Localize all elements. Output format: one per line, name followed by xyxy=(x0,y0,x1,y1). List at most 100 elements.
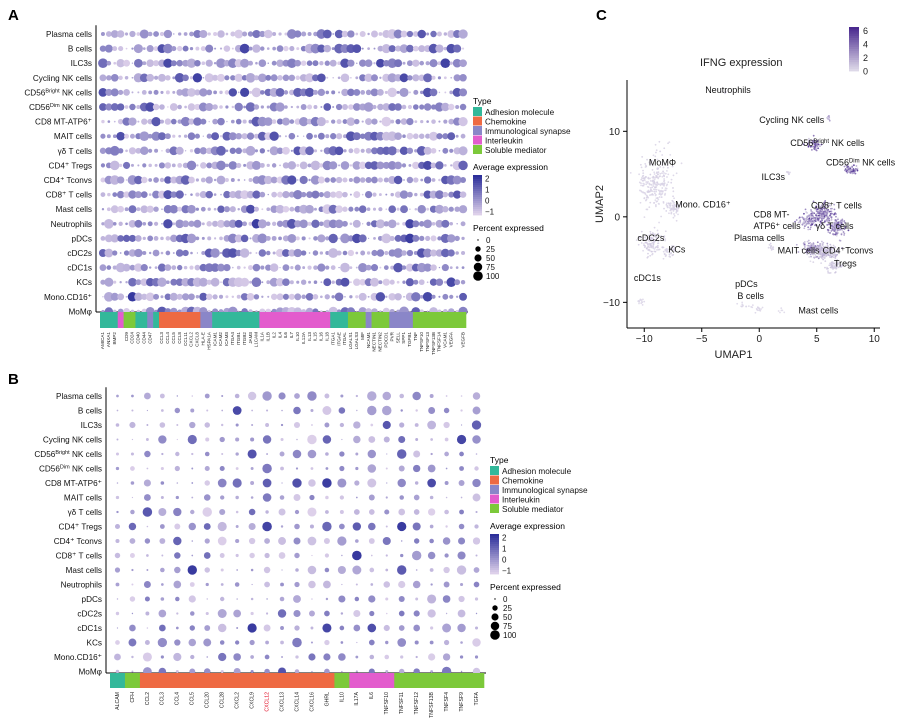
umap-point xyxy=(768,243,771,246)
dot-point xyxy=(116,131,125,141)
dot-point xyxy=(412,45,419,52)
umap-point xyxy=(656,173,659,176)
umap-point xyxy=(645,208,648,211)
dot-point xyxy=(142,61,147,66)
dot-point xyxy=(239,248,250,258)
dot-point xyxy=(340,233,350,244)
dot-point xyxy=(423,219,432,229)
dot-point xyxy=(409,208,411,210)
umap-point xyxy=(811,251,814,253)
dot-point xyxy=(401,163,407,168)
gene-label: CFH xyxy=(130,692,136,703)
dot-point xyxy=(352,565,362,575)
umap-point xyxy=(657,189,660,192)
dot-point xyxy=(163,29,173,39)
dot-point xyxy=(472,392,481,400)
dot-point xyxy=(442,133,449,140)
dot-point xyxy=(154,266,158,269)
dot-point xyxy=(325,134,330,139)
dot-point xyxy=(233,653,241,661)
expression-colorbar-segment xyxy=(473,195,482,198)
umap-point xyxy=(828,210,831,213)
dot-point xyxy=(260,46,265,51)
dot-point xyxy=(176,482,179,484)
dot-point xyxy=(151,131,161,141)
umap-point xyxy=(645,181,648,183)
dot-point xyxy=(394,161,402,170)
umap-point xyxy=(814,208,816,211)
dot-point xyxy=(305,146,314,156)
dot-point xyxy=(399,73,409,83)
umap-point xyxy=(842,231,845,233)
dot-point xyxy=(140,205,149,214)
dot-point xyxy=(394,103,402,111)
dot-point xyxy=(370,277,379,287)
x-tick-label: −10 xyxy=(636,334,653,345)
umap-colorbar-tick: 4 xyxy=(863,39,868,49)
size-legend-dot xyxy=(490,621,500,631)
dot-point xyxy=(267,193,269,196)
dot-point xyxy=(419,294,424,299)
umap-point xyxy=(665,210,668,212)
umap-point xyxy=(835,215,837,218)
dot-point xyxy=(307,104,313,110)
dot-point xyxy=(313,280,318,284)
umap-point xyxy=(841,263,844,266)
dot-point xyxy=(246,132,255,140)
dot-point xyxy=(461,250,466,256)
dot-point xyxy=(370,88,379,97)
dot-point xyxy=(119,281,122,284)
dot-point xyxy=(438,266,441,269)
dot-point xyxy=(444,451,449,457)
umap-point xyxy=(642,298,644,301)
umap-point xyxy=(674,205,677,207)
dot-point xyxy=(191,482,194,484)
umap-point xyxy=(816,206,819,209)
dot-point xyxy=(265,264,272,271)
dot-point xyxy=(436,31,442,37)
dot-point xyxy=(112,134,117,139)
dot-point xyxy=(379,310,382,313)
dot-point xyxy=(257,131,267,141)
dot-point xyxy=(142,507,153,517)
dot-point xyxy=(269,131,279,141)
umap-point xyxy=(642,249,644,252)
dot-point xyxy=(323,580,331,589)
gene-label: CD40 xyxy=(136,332,141,344)
dot-point xyxy=(397,478,406,488)
dot-point xyxy=(174,639,181,646)
size-legend-dot xyxy=(475,246,481,252)
umap-point xyxy=(830,225,833,227)
dot-point xyxy=(163,58,173,68)
umap-point xyxy=(808,219,811,222)
dot-point xyxy=(288,191,295,198)
dot-point xyxy=(355,394,358,398)
dot-point xyxy=(262,435,272,444)
dot-point xyxy=(324,567,330,573)
dot-point xyxy=(247,31,254,37)
dot-point xyxy=(214,47,217,50)
type-legend-label: Adhesion molecule xyxy=(485,108,555,117)
dot-point xyxy=(189,76,194,80)
dot-point xyxy=(307,265,312,270)
dot-point xyxy=(396,222,400,226)
dot-point xyxy=(220,669,224,674)
dot-point xyxy=(396,449,407,459)
dot-point xyxy=(428,43,439,54)
umap-point xyxy=(658,203,660,205)
dot-point xyxy=(311,424,313,426)
dot-point xyxy=(340,641,344,644)
umap-point xyxy=(772,248,775,251)
gene-label: LGALS1 xyxy=(348,332,353,350)
umap-point xyxy=(837,249,840,252)
dot-point xyxy=(243,266,246,269)
umap-point xyxy=(806,215,809,218)
dot-point xyxy=(259,162,265,168)
dot-point xyxy=(115,495,120,500)
umap-point xyxy=(661,161,664,164)
dot-point xyxy=(271,235,277,241)
umap-point xyxy=(672,174,675,177)
dot-point xyxy=(278,135,282,138)
dot-point xyxy=(353,421,361,429)
